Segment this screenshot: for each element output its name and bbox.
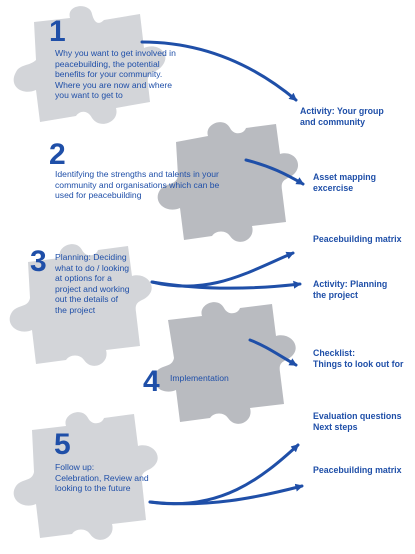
step-4-text: Implementation [170, 373, 229, 383]
step-2-number: 2 [49, 138, 66, 171]
arrow-3a [150, 251, 295, 288]
target-checklist: Checklist: Things to look out for [313, 348, 404, 369]
target-evaluation-next-steps: Evaluation questions Next steps [313, 411, 402, 432]
step-5-number: 5 [54, 428, 71, 461]
arrow-5a [148, 443, 300, 506]
arrow-2 [244, 158, 305, 186]
arrow-1 [140, 40, 298, 102]
target-activity-group-community: Activity: Your group and community [300, 106, 384, 127]
step-1-text: Why you want to get involved in peacebui… [55, 48, 176, 101]
step-5-text: Follow up: Celebration, Review and looki… [55, 462, 149, 494]
puzzle-piece-4 [153, 302, 296, 424]
step-3-number: 3 [30, 245, 47, 278]
target-peacebuilding-matrix-2: Peacebuilding matrix [313, 465, 402, 475]
puzzle-piece-5 [13, 412, 158, 540]
step-2-text: Identifying the strengths and talents in… [55, 169, 220, 201]
target-asset-mapping: Asset mapping excercise [313, 172, 377, 193]
target-activity-planning: Activity: Planning the project [313, 279, 388, 300]
step-1-number: 1 [49, 15, 66, 48]
step-4-number: 4 [143, 365, 160, 398]
target-peacebuilding-matrix-1: Peacebuilding matrix [313, 234, 402, 244]
puzzle-piece-1 [13, 6, 166, 124]
puzzle-piece-2 [157, 122, 299, 242]
step-3-text: Planning: Deciding what to do / looking … [55, 252, 130, 315]
arrow-3b [150, 280, 302, 290]
arrow-5b [148, 483, 304, 506]
arrow-4 [248, 338, 298, 367]
puzzle-piece-3 [9, 244, 152, 366]
